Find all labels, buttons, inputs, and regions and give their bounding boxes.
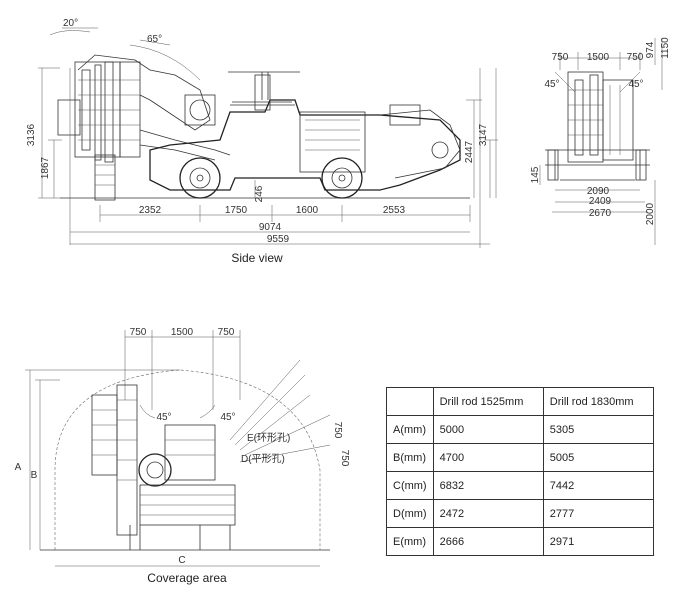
cov-label-c: C (178, 555, 185, 566)
table-cell: 5005 (542, 443, 655, 472)
cov-label-b: B (31, 470, 38, 481)
table-row: D(mm) 2472 2777 (386, 499, 655, 528)
front-view-drawing (539, 38, 663, 245)
table-cell: 2971 (542, 527, 655, 556)
side-height-2447: 2447 (464, 140, 475, 163)
table-row: B(mm) 4700 5005 (386, 443, 655, 472)
cov-label-a: A (15, 462, 22, 473)
front-angle-left: 45° (544, 79, 559, 90)
table-header-blank (386, 387, 434, 416)
coverage-drawing (25, 330, 331, 567)
front-width-750a: 750 (552, 52, 569, 63)
table-cell: 2666 (432, 527, 544, 556)
table-header-1830: Drill rod 1830mm (542, 387, 655, 416)
side-seg-2352: 2352 (139, 205, 162, 216)
table-row: C(mm) 6832 7442 (386, 471, 655, 500)
front-height-145: 145 (530, 166, 541, 183)
side-height-1867: 1867 (40, 156, 51, 179)
table-cell-label: B(mm) (386, 443, 434, 472)
side-overall-9074: 9074 (259, 222, 282, 233)
cov-angle-right: 45° (220, 412, 235, 423)
cov-width-1500: 1500 (171, 327, 194, 338)
side-angle-20: 20° (63, 18, 78, 29)
front-angle-right: 45° (628, 79, 643, 90)
side-height-3147: 3147 (478, 123, 489, 146)
table-cell: 2472 (432, 499, 544, 528)
side-seg-1600: 1600 (296, 205, 319, 216)
side-overall-9559: 9559 (267, 234, 290, 245)
cov-label-d: D(平形孔) (241, 453, 285, 465)
cov-width-750a: 750 (130, 327, 147, 338)
side-view-drawing (38, 27, 498, 248)
table-cell: 5000 (432, 415, 544, 444)
table-cell: 2777 (542, 499, 655, 528)
table-cell: 5305 (542, 415, 655, 444)
front-width-2670: 2670 (589, 208, 612, 219)
spec-table: Drill rod 1525mm Drill rod 1830mm A(mm) … (386, 387, 655, 556)
table-row: A(mm) 5000 5305 (386, 415, 655, 444)
front-height-1150: 1150 (660, 37, 671, 59)
coverage-caption: Coverage area (147, 571, 227, 585)
cov-angle-left: 45° (156, 412, 171, 423)
side-angle-65: 65° (147, 34, 162, 45)
side-view-caption: Side view (231, 251, 283, 265)
front-width-2090: 2090 (587, 186, 610, 197)
cov-side-dim-750b: 750 (339, 450, 350, 467)
front-height-2000: 2000 (645, 202, 656, 225)
side-height-246: 246 (254, 185, 265, 202)
front-height-974: 974 (645, 41, 656, 58)
table-cell-label: A(mm) (386, 415, 434, 444)
table-cell-label: C(mm) (386, 471, 434, 500)
front-width-2409: 2409 (589, 196, 612, 207)
table-cell-label: E(mm) (386, 527, 434, 556)
cov-side-dim-750a: 750 (332, 422, 343, 439)
table-header-row: Drill rod 1525mm Drill rod 1830mm (386, 387, 655, 416)
table-header-1525: Drill rod 1525mm (432, 387, 544, 416)
table-cell-label: D(mm) (386, 499, 434, 528)
table-cell: 6832 (432, 471, 544, 500)
side-height-3136: 3136 (26, 123, 37, 146)
side-seg-1750: 1750 (225, 205, 248, 216)
side-seg-2553: 2553 (383, 205, 406, 216)
table-row: E(mm) 2666 2971 (386, 527, 655, 556)
front-width-750b: 750 (627, 52, 644, 63)
cov-width-750b: 750 (218, 327, 235, 338)
cov-label-e: E(环形孔) (247, 432, 290, 444)
table-cell: 7442 (542, 471, 655, 500)
table-cell: 4700 (432, 443, 544, 472)
front-width-1500: 1500 (587, 52, 610, 63)
